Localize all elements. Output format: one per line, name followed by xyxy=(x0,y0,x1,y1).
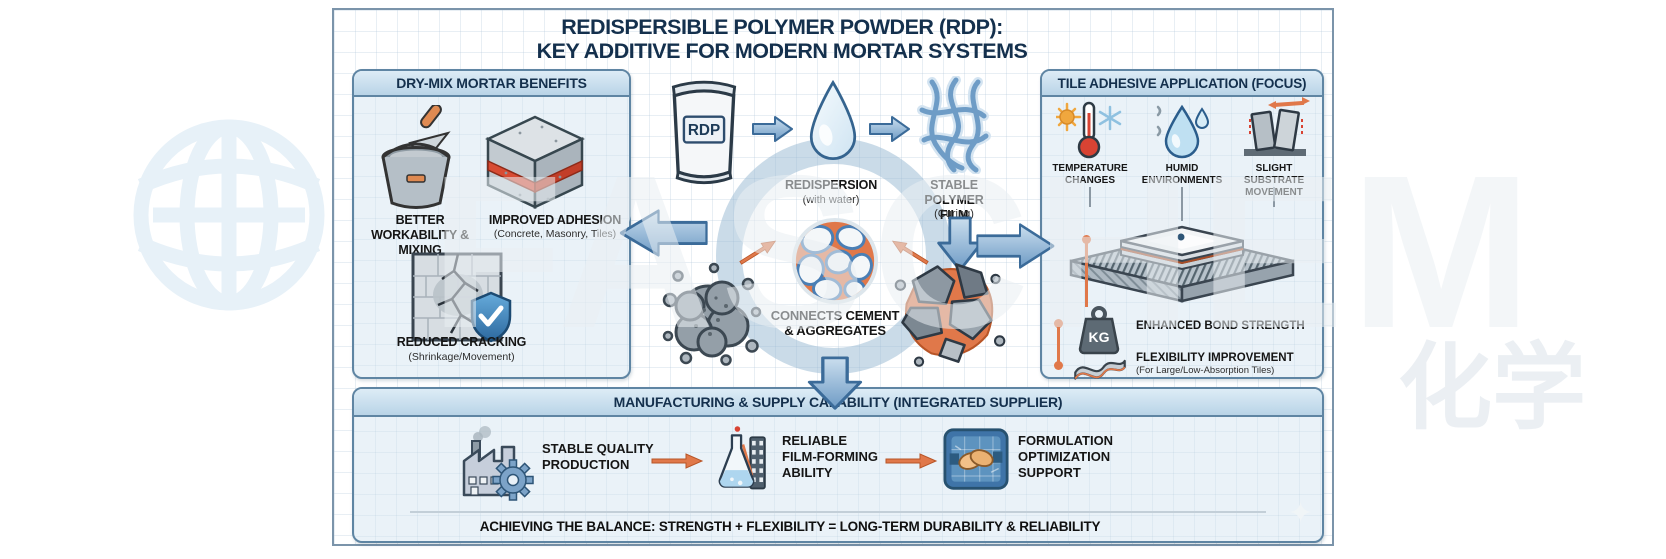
globe-logo-watermark xyxy=(133,119,325,311)
step-polymer-film-label: STABLE POLYMER FILM xyxy=(924,178,984,222)
balance-footer: ACHIEVING THE BALANCE: STRENGTH + FLEXIB… xyxy=(479,519,1101,534)
flow-arrow-right-icon xyxy=(869,116,910,142)
concrete-block-icon xyxy=(485,115,585,209)
footer-divider xyxy=(410,511,1266,513)
step-redispersion-label: REDISPERSION xyxy=(784,178,878,192)
capability-label: STABLE QUALITY PRODUCTION xyxy=(542,441,654,472)
title-line-1: REDISPERSIBLE POLYMER POWDER (RDP): xyxy=(561,15,1003,39)
stressor-label: HUMID ENVIRONMENTS xyxy=(1141,163,1223,186)
benefit-label: IMPROVED ADHESION xyxy=(488,213,622,227)
panel-manufacturing-supply: MANUFACTURING & SUPPLY CAPABILITY (INTEG… xyxy=(352,387,1324,543)
orange-arrow-icon xyxy=(739,240,777,265)
tile-layer-stack-icon xyxy=(1069,225,1295,303)
orange-dot xyxy=(1054,361,1063,370)
rdp-bag-label: RDP xyxy=(688,122,720,139)
orange-connector-line xyxy=(1085,241,1088,307)
orange-dot xyxy=(1054,319,1063,328)
page-title: REDISPERSIBLE POLYMER POWDER (RDP): KEY … xyxy=(432,15,1132,63)
orange-dot xyxy=(1082,235,1091,244)
connects-line-1: CONNECTS CEMENT xyxy=(770,308,900,323)
big-arrow-right-icon xyxy=(976,223,1055,269)
benefit-label: FLEXIBILITY IMPROVEMENT xyxy=(1136,352,1294,364)
capability-label: RELIABLE FILM-FORMING ABILITY xyxy=(782,433,879,480)
stressor-label: TEMPERATURE CHANGES xyxy=(1052,163,1128,186)
kg-weight-label: KG xyxy=(1089,329,1110,345)
aggregates-icon xyxy=(894,263,1006,367)
orange-arrow-icon xyxy=(885,453,938,469)
panel-dry-mix-benefits: DRY-MIX MORTAR BENEFITS BETTER WORKABILI… xyxy=(352,69,631,379)
orange-connector-line xyxy=(1057,325,1060,363)
connector-line xyxy=(1181,187,1183,221)
orange-arrow-icon xyxy=(891,240,929,265)
panel-header: MANUFACTURING & SUPPLY CAPABILITY (INTEG… xyxy=(354,389,1322,417)
water-drop-icon xyxy=(809,79,857,160)
benefit-label: ENHANCED BOND STRENGTH xyxy=(1136,320,1305,332)
bucket-trowel-icon xyxy=(381,105,451,209)
benefit-sublabel: (Shrinkage/Movement) xyxy=(408,351,515,363)
big-arrow-down-icon xyxy=(937,216,983,272)
sparkle-decoration: ✦ xyxy=(1288,497,1314,530)
cement-microstructure-icon xyxy=(791,217,879,305)
thermometer-icon xyxy=(1056,101,1122,159)
panel-tile-adhesive-application: TILE ADHESIVE APPLICATION (FOCUS) xyxy=(1040,69,1324,380)
capability-label: FORMULATION OPTIMIZATION SUPPORT xyxy=(1018,433,1114,480)
title-line-2: KEY ADDITIVE FOR MODERN MORTAR SYSTEMS xyxy=(536,39,1028,63)
benefit-label: BETTER WORKABILITY & MIXING xyxy=(371,213,469,257)
connector-line xyxy=(1273,187,1275,207)
benefit-sublabel: (Concrete, Masonry, Tiles) xyxy=(493,228,617,240)
flask-film-icon xyxy=(718,426,766,490)
step-redispersion-sublabel: (with water) xyxy=(802,194,860,206)
cracked-wall-shield-icon xyxy=(411,252,512,343)
substrate-movement-icon xyxy=(1244,97,1310,156)
connects-line-2: & AGGREGATES xyxy=(784,323,886,338)
rdp-bag-icon: RDP xyxy=(671,80,737,185)
factory-gear-icon xyxy=(462,426,534,501)
panel-header: DRY-MIX MORTAR BENEFITS xyxy=(354,71,629,97)
kg-weight-icon: KG xyxy=(1078,306,1120,355)
connector-line xyxy=(1089,187,1091,207)
flexible-sheet-icon xyxy=(1074,359,1126,380)
flow-arrow-right-icon xyxy=(752,116,793,142)
big-arrow-left-icon xyxy=(619,209,708,257)
handshake-blueprint-icon xyxy=(943,428,1009,490)
benefit-label: REDUCED CRACKING xyxy=(396,335,527,349)
cement-powder-icon xyxy=(662,262,762,366)
panel-header: TILE ADHESIVE APPLICATION (FOCUS) xyxy=(1042,71,1322,97)
big-arrow-down-icon xyxy=(807,356,863,410)
connects-label: CONNECTS CEMENT & AGGREGATES xyxy=(754,308,916,338)
cjk-watermark: 化学 xyxy=(1398,335,1587,440)
diagram-board: REDISPERSIBLE POLYMER POWDER (RDP): KEY … xyxy=(332,8,1334,546)
orange-arrow-icon xyxy=(651,453,704,469)
humidity-drop-icon xyxy=(1156,104,1210,159)
polymer-film-net-icon xyxy=(917,76,991,174)
benefit-sublabel: (For Large/Low-Absorption Tiles) xyxy=(1136,365,1275,376)
